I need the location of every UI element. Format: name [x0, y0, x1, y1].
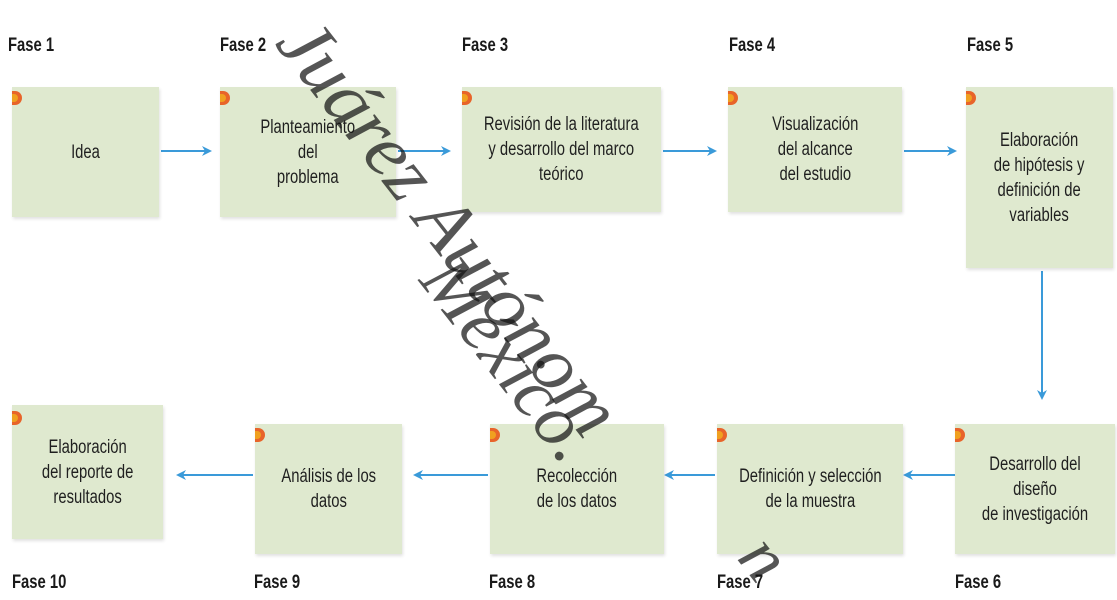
phase-box-10: Elaboración del reporte de resultados	[12, 405, 163, 539]
phase-box-6: Desarrollo del diseño de investigación	[955, 424, 1115, 554]
phase-text-7: Definición y selección de la muestra	[738, 466, 882, 512]
marker-icon-8	[490, 426, 502, 444]
phase-box-5: Elaboración de hipótesis y definición de…	[966, 87, 1113, 268]
marker-icon-10	[12, 409, 24, 427]
phase-label-4: Fase 4	[729, 35, 776, 56]
phase-text-1: Idea	[71, 141, 100, 163]
phase-label-5: Fase 5	[967, 35, 1014, 56]
phase-label-8: Fase 8	[489, 572, 536, 593]
phase-label-9: Fase 9	[254, 572, 301, 593]
phase-text-6: Desarrollo del diseño de investigación	[981, 453, 1089, 525]
phase-label-6: Fase 6	[955, 572, 1002, 593]
phase-text-3: Revisión de la literatura y desarrollo d…	[484, 114, 639, 185]
phase-box-4: Visualización del alcance del estudio	[728, 87, 902, 212]
phase-text-10: Elaboración del reporte de resultados	[41, 436, 134, 508]
phase-text-5: Elaboración de hipótesis y definición de…	[994, 129, 1085, 226]
marker-icon-3	[462, 89, 474, 107]
phase-label-1: Fase 1	[8, 35, 55, 56]
marker-icon-7	[717, 426, 729, 444]
phase-text-4: Visualización del alcance del estudio	[771, 114, 859, 185]
phase-box-9: Análisis de los datos	[255, 424, 402, 554]
phase-label-10: Fase 10	[12, 572, 67, 593]
phase-box-3: Revisión de la literatura y desarrollo d…	[462, 87, 661, 212]
phase-box-8: Recolección de los datos	[490, 424, 664, 554]
phase-text-8: Recolección de los datos	[536, 466, 618, 512]
marker-icon-5	[966, 89, 978, 107]
phase-box-1: Idea	[12, 87, 159, 217]
phase-text-9: Análisis de los datos	[281, 466, 376, 512]
marker-icon-1	[12, 89, 24, 107]
marker-icon-6	[955, 426, 967, 444]
marker-icon-4	[728, 89, 740, 107]
phase-box-7: Definición y selección de la muestra	[717, 424, 903, 554]
phase-label-7: Fase 7	[717, 572, 764, 593]
phase-label-2: Fase 2	[220, 35, 267, 56]
phase-box-2: Planteamiento del problema	[220, 87, 396, 217]
marker-icon-9	[255, 426, 267, 444]
phase-text-2: Planteamiento del problema	[260, 116, 356, 188]
phase-label-3: Fase 3	[462, 35, 509, 56]
marker-icon-2	[220, 89, 232, 107]
